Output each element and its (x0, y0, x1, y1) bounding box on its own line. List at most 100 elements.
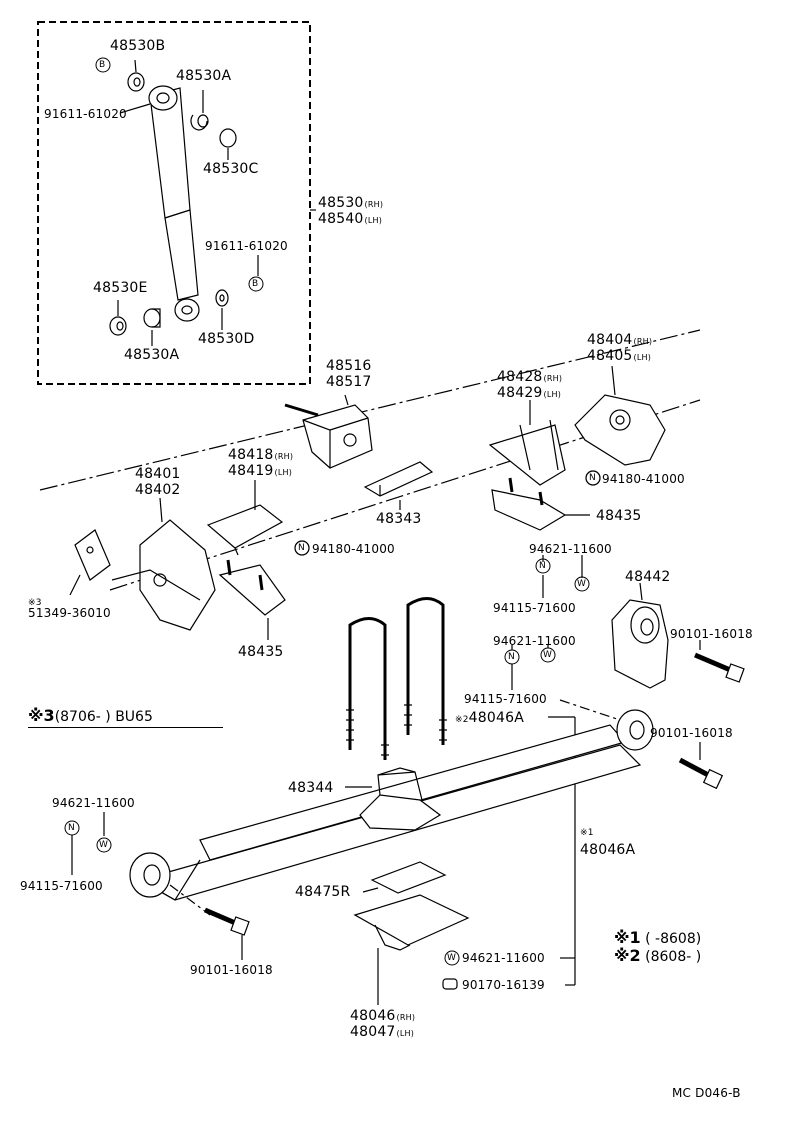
label-48429-lh: 48429(LH) (497, 385, 562, 401)
label-48530a-bottom: 48530A (124, 347, 180, 363)
label-48435-left: 48435 (238, 644, 284, 660)
marker-n-a-letter: N (539, 561, 546, 571)
bracket-48428 (488, 419, 566, 486)
note-2: ※2 (8608- ) (614, 946, 702, 966)
bolt-90101-a (694, 652, 745, 683)
marker-b-mid-letter: B (252, 279, 259, 289)
label-48428-rh: 48428(RH) (497, 369, 563, 385)
ref-mark-3: ※3 (28, 598, 42, 608)
hanger-48404 (574, 394, 666, 466)
bolt-90101-b (678, 757, 724, 790)
marker-n-left-letter: N (298, 543, 305, 553)
marker-n-left (294, 540, 310, 556)
label-48046a-mid: ※248046A (455, 710, 524, 726)
label-48442: 48442 (625, 569, 671, 585)
marker-b-top-letter: B (99, 60, 106, 70)
hanger-48401 (111, 519, 216, 631)
u-bolts (346, 597, 447, 760)
footer-code: MC D046-B (672, 1086, 741, 1100)
label-48435-right: 48435 (596, 508, 642, 524)
washer-48530d (215, 289, 229, 307)
bracket-48516 (284, 403, 373, 469)
pad-48343 (363, 461, 434, 497)
label-48047-lh: 48047(LH) (350, 1024, 415, 1040)
bushing-48530e (109, 316, 127, 336)
plate-48418 (206, 504, 284, 556)
label-48343: 48343 (376, 511, 422, 527)
marker-w-d (444, 950, 460, 966)
marker-n-c-letter: N (68, 823, 75, 833)
washer-48530c (219, 128, 237, 148)
label-48344: 48344 (288, 780, 334, 796)
label-94115-a: 94115-71600 (493, 601, 576, 615)
bumper-48344 (359, 767, 442, 831)
marker-b-top (95, 57, 111, 73)
label-48530d: 48530D (198, 331, 255, 347)
marker-w-c (96, 837, 112, 853)
marker-w-b-letter: W (543, 650, 553, 660)
label-51349: 51349-36010 (28, 606, 111, 620)
spacer-48435-right (491, 477, 567, 531)
spacer-48435-left (218, 559, 286, 616)
label-90101-b: 90101-16018 (650, 726, 733, 740)
marker-n-b (504, 649, 520, 665)
label-48530a-top: 48530A (176, 68, 232, 84)
label-94621-c: 94621-11600 (52, 796, 135, 810)
label-90101-c: 90101-16018 (190, 963, 273, 977)
ref-mark-1: ※1 (580, 828, 594, 838)
label-48530-rh: 48530(RH) (318, 195, 384, 211)
marker-w-c-letter: W (99, 840, 109, 850)
label-91611-mid: 91611-61020 (205, 239, 288, 253)
label-94180-right: 94180-41000 (602, 472, 685, 486)
marker-n-right-letter: N (589, 473, 596, 483)
label-48402: 48402 (135, 482, 181, 498)
note-3: ※3(8706- ) BU65 (28, 708, 223, 728)
label-94180-left: 94180-41000 (312, 542, 395, 556)
marker-w-a (574, 576, 590, 592)
bushing-48530b (127, 72, 145, 92)
label-94115-b: 94115-71600 (464, 692, 547, 706)
label-94621-d: 94621-11600 (462, 951, 545, 965)
label-48405-lh: 48405(LH) (587, 348, 652, 364)
label-94115-c: 94115-71600 (20, 879, 103, 893)
label-48046a-right: 48046A (580, 842, 636, 858)
label-48540-lh: 48540(LH) (318, 211, 383, 227)
marker-w-b (540, 647, 556, 663)
label-48475r: 48475R (295, 884, 351, 900)
bolt-90101-c (204, 907, 250, 936)
label-48530b: 48530B (110, 38, 166, 54)
frame-line-upper (39, 329, 701, 491)
marker-n-c (64, 820, 80, 836)
marker-w-d-letter: W (447, 953, 457, 963)
label-90101-a: 90101-16018 (670, 627, 753, 641)
marker-n-a (535, 558, 551, 574)
seat-48046 (353, 894, 470, 951)
bushing-48530a-bottom (143, 308, 161, 328)
marker-b-mid (248, 276, 264, 292)
label-48530e: 48530E (93, 280, 148, 296)
shock-absorber (148, 85, 200, 322)
shackle-48442 (611, 599, 669, 689)
marker-n-b-letter: N (508, 652, 515, 662)
label-48516: 48516 (326, 358, 372, 374)
label-94621-a: 94621-11600 (529, 542, 612, 556)
label-94621-b: 94621-11600 (493, 634, 576, 648)
nut-90170-icon (442, 978, 458, 990)
label-48401: 48401 (135, 466, 181, 482)
marker-w-a-letter: W (577, 579, 587, 589)
marker-n-right (585, 470, 601, 486)
bushing-48530a-top (190, 114, 209, 131)
label-91611-top: 91611-61020 (44, 107, 127, 121)
label-48404-rh: 48404(RH) (587, 332, 653, 348)
label-48530c: 48530C (203, 161, 259, 177)
plate-48475r (370, 861, 447, 894)
label-48517: 48517 (326, 374, 372, 390)
label-90170: 90170-16139 (462, 978, 545, 992)
note-1: ※1 ( -8608) (614, 928, 702, 948)
label-48418-rh: 48418(RH) (228, 447, 294, 463)
label-48046-rh: 48046(RH) (350, 1008, 416, 1024)
label-48419-lh: 48419(LH) (228, 463, 293, 479)
shock-absorber-group-box (37, 21, 311, 385)
